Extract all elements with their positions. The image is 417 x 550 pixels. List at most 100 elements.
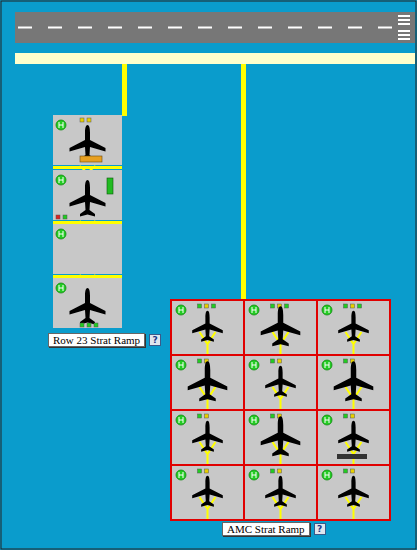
hydrant-symbol xyxy=(179,472,183,478)
parking-stands xyxy=(53,115,390,520)
hydrant-symbol xyxy=(56,283,66,293)
status-light xyxy=(212,304,216,308)
parking-stand xyxy=(171,355,244,410)
status-light xyxy=(198,359,202,363)
runway-threshold xyxy=(398,15,410,40)
status-light xyxy=(278,469,282,473)
status-light xyxy=(80,118,84,122)
parking-stand xyxy=(244,465,317,520)
hydrant-symbol xyxy=(56,120,66,130)
hydrant-symbol xyxy=(176,415,186,425)
help-mark: ? xyxy=(152,335,157,345)
hydrant-symbol xyxy=(249,415,259,425)
status-light xyxy=(271,359,275,363)
hydrant-symbol xyxy=(252,307,256,313)
status-light xyxy=(198,304,202,308)
hydrant-symbol xyxy=(249,305,259,315)
aircraft-icon xyxy=(192,476,223,507)
tug-vehicle xyxy=(80,156,102,162)
status-light xyxy=(344,414,348,418)
vehicle xyxy=(337,454,367,459)
aircraft-icon xyxy=(70,180,106,217)
status-light xyxy=(198,414,202,418)
hydrant-symbol xyxy=(252,362,256,368)
taxi-line xyxy=(241,64,246,300)
hydrant-symbol xyxy=(59,177,63,183)
status-light xyxy=(358,304,362,308)
parking-stand xyxy=(244,300,317,355)
parking-stand xyxy=(171,300,244,355)
runway-centerline xyxy=(18,27,392,29)
status-light xyxy=(205,304,209,308)
aircraft-icon xyxy=(70,288,106,325)
status-light xyxy=(80,323,84,327)
help-icon: ? xyxy=(314,523,326,535)
hydrant-symbol xyxy=(179,417,183,423)
help-icon: ? xyxy=(149,334,161,346)
parking-stand xyxy=(317,355,390,410)
parking-stand xyxy=(53,278,122,328)
aircraft-icon xyxy=(338,421,369,452)
hydrant-symbol xyxy=(322,305,332,315)
ramp-label: AMC Strat Ramp xyxy=(222,522,310,536)
hydrant-symbol xyxy=(176,360,186,370)
status-light xyxy=(271,304,275,308)
status-light xyxy=(271,414,275,418)
ramp-name: Row 23 Strat Ramp xyxy=(53,334,140,346)
aircraft-icon xyxy=(338,476,369,507)
taxi-line xyxy=(53,166,122,169)
aircraft-icon xyxy=(338,311,369,342)
status-light xyxy=(94,323,98,327)
parking-stand xyxy=(244,410,317,465)
status-light xyxy=(344,359,348,363)
status-light xyxy=(271,469,275,473)
aircraft-icon xyxy=(70,125,106,162)
hydrant-symbol xyxy=(325,417,329,423)
hydrant-symbol xyxy=(322,415,332,425)
hydrant-symbol xyxy=(322,470,332,480)
hydrant-symbol xyxy=(325,307,329,313)
status-light xyxy=(205,469,209,473)
aircraft-icon xyxy=(188,361,228,401)
parking-stand xyxy=(53,115,122,165)
fuel-truck xyxy=(107,178,113,194)
aircraft-icon xyxy=(192,311,223,342)
status-light xyxy=(351,414,355,418)
status-light xyxy=(351,304,355,308)
parking-stand xyxy=(317,465,390,520)
status-light xyxy=(278,359,282,363)
hydrant-symbol xyxy=(322,360,332,370)
parking-stand xyxy=(53,224,122,274)
status-light xyxy=(63,215,67,219)
parking-stand xyxy=(53,170,122,220)
hydrant-symbol xyxy=(56,229,66,239)
parking-stand xyxy=(244,355,317,410)
hydrant-symbol xyxy=(59,122,63,128)
taxi-line xyxy=(53,221,122,224)
status-light xyxy=(351,469,355,473)
hydrant-symbol xyxy=(176,470,186,480)
hydrant-symbol xyxy=(179,307,183,313)
aircraft-icon xyxy=(265,476,296,507)
status-light xyxy=(87,323,91,327)
aircraft-icon xyxy=(261,306,301,346)
hydrant-symbol xyxy=(252,417,256,423)
status-light xyxy=(344,304,348,308)
aircraft-icon xyxy=(334,361,374,401)
aircraft-icon xyxy=(261,416,301,456)
aircraft-icon xyxy=(265,366,296,397)
hydrant-symbol xyxy=(59,231,63,237)
hydrant-symbol xyxy=(176,305,186,315)
parking-stand xyxy=(171,410,244,465)
status-light xyxy=(205,414,209,418)
hydrant-symbol xyxy=(325,472,329,478)
hydrant-symbol xyxy=(252,472,256,478)
status-light xyxy=(87,118,91,122)
hydrant-symbol xyxy=(59,285,63,291)
hydrant-symbol xyxy=(179,362,183,368)
parking-stand xyxy=(317,410,390,465)
status-light xyxy=(285,304,289,308)
